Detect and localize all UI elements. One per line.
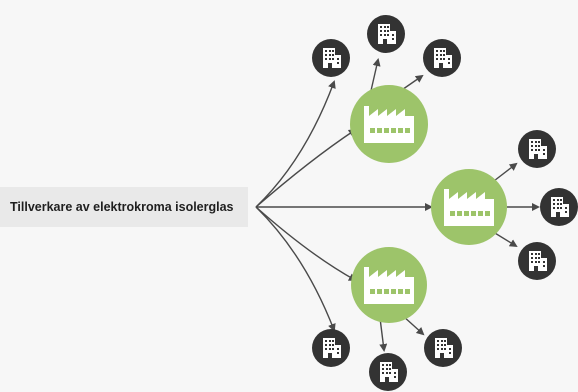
- arrow-to-factory-3: [255, 206, 357, 281]
- building-3: [423, 39, 461, 77]
- arrow-f1-b3: [369, 58, 381, 96]
- building-6: [518, 242, 556, 280]
- building-8: [369, 353, 407, 391]
- building-2: [367, 15, 405, 53]
- building-5: [540, 188, 578, 226]
- building-7: [312, 329, 350, 367]
- factory-1: [350, 85, 428, 163]
- arrow-to-factory-1: [255, 128, 357, 208]
- factory-2: [431, 169, 507, 245]
- arrow-f3-b9: [402, 315, 425, 336]
- factory-3: [351, 247, 427, 323]
- manufacturer-label: Tillverkare av elektrokroma isolerglas: [10, 200, 234, 214]
- arrow-f3-b8: [379, 317, 388, 352]
- building-1: [312, 39, 350, 77]
- arrows: [255, 80, 433, 332]
- building-9: [424, 329, 462, 367]
- arrow-to-building-2: [255, 206, 336, 332]
- building-4: [518, 130, 556, 168]
- manufacturer-label-box: Tillverkare av elektrokroma isolerglas: [0, 187, 248, 227]
- arrow-to-building-1: [255, 80, 336, 208]
